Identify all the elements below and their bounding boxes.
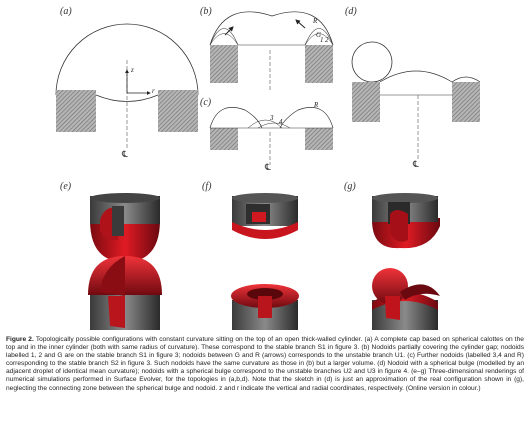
schematic-sketches [55, 11, 481, 165]
symbol-G: G [316, 31, 322, 39]
symbol-4: 4 [279, 118, 283, 126]
render-f-top [232, 193, 298, 239]
panel-label-e: (e) [60, 181, 72, 192]
figure-caption-label: Figure 2. [6, 336, 34, 343]
symbol-3: 3 [270, 114, 274, 122]
sketch-d [351, 41, 481, 160]
sketch-c-left-wall [210, 128, 238, 150]
render-f-bottom [231, 284, 299, 330]
sketch-a-inner-cap [95, 94, 159, 102]
sketch-c-right-wall [305, 128, 333, 150]
sketch-a-right-wall [158, 90, 198, 132]
sketch-d-right-wall [452, 82, 480, 122]
symbol-1: 1 [320, 36, 324, 44]
panel-label-c: (c) [200, 97, 212, 108]
figure-caption: Figure 2. Topologically possible configu… [6, 336, 524, 436]
sketch-b-right-arrow [295, 19, 306, 29]
sketch-b [209, 11, 334, 92]
sketch-c [209, 107, 334, 165]
sketch-b-left-wall [210, 45, 238, 83]
sketch-a-left-wall [56, 90, 96, 132]
centerline-d: ℄ [413, 160, 419, 170]
render-e-bottom [88, 256, 162, 330]
panel-label-b: (b) [200, 6, 212, 17]
symbol-r: r [152, 87, 155, 95]
centerline-c: ℄ [265, 163, 271, 173]
render-g-top [372, 193, 440, 249]
symbol-z: z [131, 66, 134, 74]
symbol-R: R [313, 17, 318, 25]
render-g-bottom [372, 268, 440, 330]
symbol-R-c: R [314, 101, 319, 109]
panel-label-a: (a) [60, 6, 72, 17]
sketch-b-left-arrow [224, 26, 234, 36]
render-e-top [90, 193, 160, 262]
symbol-2: 2 [325, 36, 329, 44]
panel-label-d: (d) [345, 6, 357, 17]
panel-label-g: (g) [344, 181, 356, 192]
sketch-a [55, 23, 199, 150]
sketch-a-outer-cap [55, 23, 199, 96]
sketch-d-left-wall [352, 82, 380, 122]
figure-caption-text: Topologically possible configurations wi… [6, 336, 524, 392]
panel-label-f: (f) [202, 181, 212, 192]
renderings [88, 193, 440, 330]
sketch-b-right-wall [305, 45, 333, 83]
centerline-a: ℄ [122, 150, 128, 160]
